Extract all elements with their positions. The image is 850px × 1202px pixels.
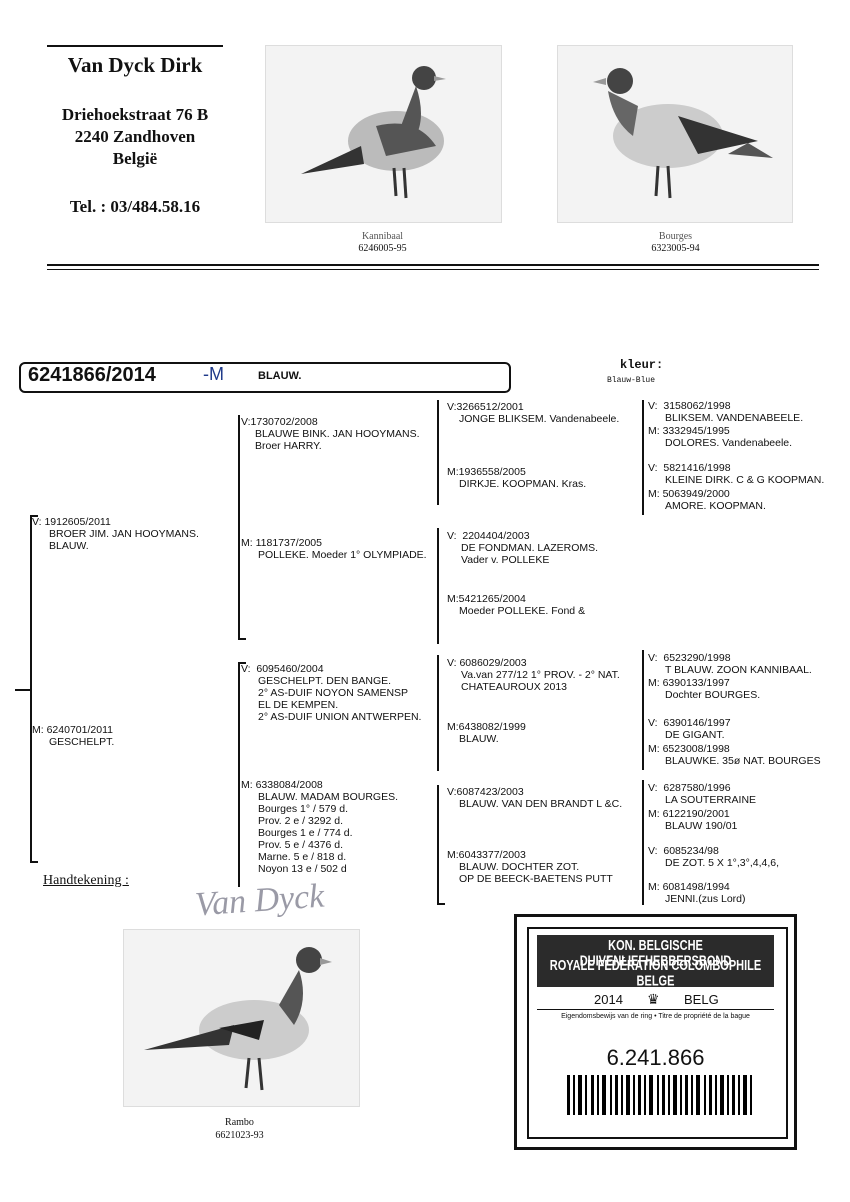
gen4-entry: M: 6081498/1994 JENNI.(zus Lord) <box>648 881 746 905</box>
owner-name: Van Dyck Dirk <box>67 53 203 77</box>
gen3-entry: V: 2204404/2003 DE FONDMAN. LAZEROMS. Va… <box>447 530 599 566</box>
gen4-entry: M: 6523008/1998 BLAUWKE. 35ø NAT. BOURGE… <box>648 743 821 767</box>
gen4-entry: V: 5821416/1998 KLEINE DIRK. C & G KOOPM… <box>648 462 825 486</box>
header-divider <box>47 264 819 266</box>
photo-caption-name: Kannibaal <box>361 231 404 242</box>
signature-label: Handtekening : <box>43 873 129 888</box>
photo-caption-ring: 6323005-94 <box>651 243 700 254</box>
gen4-entry: V: 6390146/1997 DE GIGANT. <box>648 717 731 741</box>
gen3-entry: V: 6086029/2003 Va.van 277/12 1° PROV. -… <box>447 657 620 693</box>
certificate-year: 2014 <box>594 992 623 1007</box>
pigeon-icon <box>144 947 332 1091</box>
photo-caption-name: Rambo <box>225 1117 254 1128</box>
owner-city: 2240 Zandhoven <box>74 127 196 146</box>
grandsire-paternal: V:1730702/2008 BLAUWE BINK. JAN HOOYMANS… <box>241 416 420 452</box>
certificate-header-line1: KON. BELGISCHE DUIVENLIEFHEBBERSBOND <box>579 938 732 970</box>
grandsire-maternal: V: 6095460/2004 GESCHELPT. DEN BANGE. 2°… <box>241 663 422 723</box>
gen3-entry: V:3266512/2001 JONGE BLIKSEM. Vandenabee… <box>447 401 620 425</box>
color-label: kleur: <box>620 358 664 372</box>
gen3-entry: M:1936558/2005 DIRKJE. KOOPMAN. Kras. <box>447 466 587 490</box>
granddam-paternal: M: 1181737/2005 POLLEKE. Moeder 1° OLYMP… <box>241 537 427 561</box>
certificate-subtitle: Eigendomsbewijs van de ring • Titre de p… <box>561 1013 750 1020</box>
certificate-header-line2: ROYALE FÉDÉRATION COLOMBOPHILE BELGE <box>549 958 762 990</box>
dam: M: 6240701/2011 GESCHELPT. <box>32 724 115 748</box>
pigeon-icon <box>301 66 446 199</box>
gen4-entry: V: 6523290/1998 T BLAUW. ZOON KANNIBAAL. <box>648 652 812 676</box>
gen3-entry: M:6043377/2003 BLAUW. DOCHTER ZOT. OP DE… <box>447 849 613 885</box>
barcode-icon <box>567 1075 752 1115</box>
signature-scribble: Van Dyck <box>193 877 326 924</box>
gen4-entry: M: 6122190/2001 BLAUW 190/01 <box>648 808 738 832</box>
gen4-entry: V: 6287580/1996 LA SOUTERRAINE <box>648 782 757 806</box>
gen4-entry: V: 6085234/98 DE ZOT. 5 X 1°,3°,4,4,6, <box>648 845 780 869</box>
certificate-country: BELG <box>684 992 719 1007</box>
photo-caption-name: Bourges <box>658 231 693 242</box>
owner-phone: Tel. : 03/484.58.16 <box>69 197 201 216</box>
color-value: Blauw-Blue <box>607 376 656 385</box>
sire: V: 1912605/2011 BROER JIM. JAN HOOYMANS.… <box>32 516 199 552</box>
pigeon-photo-bourges <box>557 45 793 223</box>
gen4-entry: M: 5063949/2000 AMORE. KOOPMAN. <box>648 488 766 512</box>
photo-caption-ring: 6621023-93 <box>215 1130 264 1141</box>
gen4-entry: M: 6390133/1997 Dochter BOURGES. <box>648 677 761 701</box>
gen4-entry: V: 3158062/1998 BLIKSEM. VANDENABEELE. <box>648 400 804 424</box>
pigeon-icon <box>593 68 773 199</box>
pigeon-photo-kannibaal <box>265 45 502 223</box>
subject-color: BLAUW. <box>258 370 302 382</box>
owner-street: Driehoekstraat 76 B <box>61 105 209 124</box>
pigeon-photo-rambo <box>123 929 360 1107</box>
gen3-entry: M:5421265/2004 Moeder POLLEKE. Fond & <box>447 593 586 617</box>
gen3-entry: M:6438082/1999 BLAUW. <box>447 721 526 745</box>
subject-box <box>19 362 511 393</box>
subject-sex-mark: -M <box>203 364 224 384</box>
certificate-header <box>537 935 774 987</box>
gen4-entry: M: 3332945/1995 DOLORES. Vandenabeele. <box>648 425 793 449</box>
crown-icon: ♛ <box>647 991 660 1007</box>
subject-ring: 6241866/2014 <box>28 364 156 386</box>
granddam-maternal: M: 6338084/2008 BLAUW. MADAM BOURGES. Bo… <box>241 779 399 875</box>
photo-caption-ring: 6246005-95 <box>358 243 407 254</box>
certificate-number: 6.241.866 <box>606 1045 705 1070</box>
ring-certificate: KON. BELGISCHE DUIVENLIEFHEBBERSBOND ROY… <box>514 914 797 1150</box>
gen3-entry: V:6087423/2003 BLAUW. VAN DEN BRANDT L &… <box>447 786 623 810</box>
owner-country: België <box>112 149 158 168</box>
